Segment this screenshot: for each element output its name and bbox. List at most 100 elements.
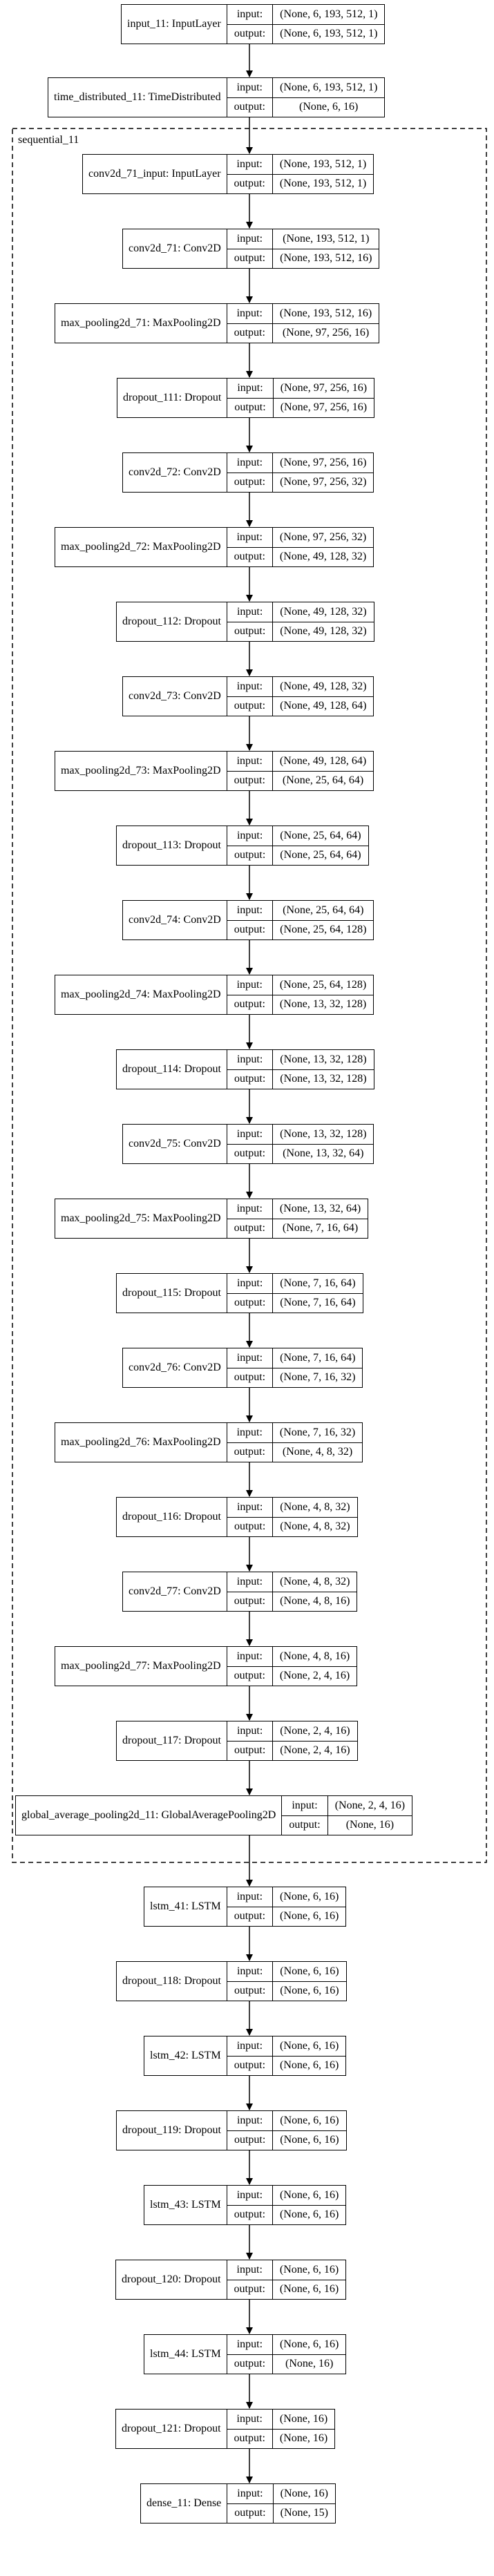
layer-name: conv2d_72: Conv2D bbox=[123, 453, 227, 492]
output-label: output: bbox=[227, 1368, 274, 1387]
io-shapes: (None, 6, 16)(None, 6, 16) bbox=[272, 2260, 346, 2299]
io-labels: input:output: bbox=[227, 304, 273, 343]
layer-name: dropout_119: Dropout bbox=[117, 2111, 227, 2150]
layer-name: max_pooling2d_76: MaxPooling2D bbox=[55, 1423, 227, 1462]
input-label: input: bbox=[227, 677, 274, 697]
output-shape: (None, 16) bbox=[279, 2432, 328, 2445]
output-shape: (None, 25, 64, 64) bbox=[282, 774, 364, 787]
output-shape: (None, 25, 64, 128) bbox=[280, 924, 367, 936]
io-labels: input:output: bbox=[227, 2111, 274, 2150]
input-label: input: bbox=[227, 5, 274, 25]
layer-name: time_distributed_11: TimeDistributed bbox=[48, 78, 227, 117]
output-shape: (None, 25, 64, 64) bbox=[280, 849, 361, 861]
output-label: output: bbox=[227, 696, 274, 716]
input-label: input: bbox=[227, 1348, 274, 1368]
input-label: input: bbox=[227, 229, 274, 249]
input-shape: (None, 7, 16, 64) bbox=[273, 1348, 363, 1368]
input-label: input: bbox=[227, 453, 274, 473]
input-label: input: bbox=[282, 1796, 328, 1816]
io-labels: input:output: bbox=[227, 901, 274, 939]
io-shapes: (None, 49, 128, 32)(None, 49, 128, 64) bbox=[273, 677, 374, 716]
input-shape: (None, 6, 16) bbox=[272, 2260, 346, 2280]
layer-name: conv2d_71_input: InputLayer bbox=[83, 155, 227, 193]
io-labels: input:output: bbox=[227, 2036, 274, 2075]
output-label: output: bbox=[227, 2354, 274, 2374]
input-shape: (None, 6, 16) bbox=[273, 1962, 346, 1982]
input-label: input: bbox=[227, 155, 273, 175]
io-shapes: (None, 6, 16)(None, 6, 16) bbox=[273, 2111, 346, 2150]
layer-name: conv2d_71: Conv2D bbox=[123, 229, 227, 268]
io-shapes: (None, 25, 64, 64)(None, 25, 64, 128) bbox=[273, 901, 374, 939]
io-labels: input:output: bbox=[227, 2186, 274, 2224]
input-label: input: bbox=[227, 1423, 273, 1443]
output-label: output: bbox=[227, 2205, 274, 2224]
layer-name: dropout_115: Dropout bbox=[117, 1274, 227, 1313]
io-shapes: (None, 16)(None, 15) bbox=[273, 2484, 335, 2523]
layer-name: max_pooling2d_73: MaxPooling2D bbox=[55, 752, 227, 790]
output-label: output: bbox=[227, 2429, 273, 2448]
input-shape: (None, 193, 512, 1) bbox=[272, 155, 374, 175]
io-shapes: (None, 6, 193, 512, 1)(None, 6, 193, 512… bbox=[273, 5, 385, 44]
io-labels: input:output: bbox=[227, 5, 274, 44]
io-labels: input:output: bbox=[227, 1647, 273, 1686]
output-label: output: bbox=[227, 24, 274, 44]
io-shapes: (None, 13, 32, 128) (None, 13, 32, 64) bbox=[273, 1125, 374, 1163]
input-shape: (None, 13, 32, 64) bbox=[272, 1199, 368, 1219]
output-shape: (None, 6, 16) bbox=[280, 2059, 339, 2072]
io-shapes: (None, 193, 512, 1)(None, 193, 512, 1) bbox=[272, 155, 374, 193]
output-label: output: bbox=[227, 1741, 274, 1760]
input-shape: (None, 97, 256, 32) bbox=[272, 528, 374, 548]
output-shape: (None, 2, 4, 16) bbox=[280, 1744, 350, 1757]
output-label: output: bbox=[227, 1069, 274, 1089]
io-labels: input:output: bbox=[227, 379, 274, 417]
input-shape: (None, 2, 4, 16) bbox=[273, 1721, 357, 1742]
io-shapes: (None, 4, 8, 32)(None, 4, 8, 16) bbox=[273, 1572, 357, 1611]
input-label: input: bbox=[227, 304, 273, 324]
output-label: output: bbox=[227, 1666, 273, 1686]
io-labels: input:output: bbox=[227, 2335, 274, 2374]
input-shape: (None, 13, 32, 128) bbox=[273, 1050, 374, 1070]
input-label: input: bbox=[227, 2186, 274, 2206]
layer-name: dropout_118: Dropout bbox=[117, 1962, 227, 2001]
layer-name: lstm_41: LSTM bbox=[144, 1887, 227, 1926]
io-shapes: (None, 2, 4, 16)(None, 16) bbox=[327, 1796, 412, 1835]
io-shapes: (None, 6, 16) (None, 6, 16) bbox=[273, 1962, 346, 2001]
layer-name: dropout_112: Dropout bbox=[117, 602, 227, 641]
io-shapes: (None, 97, 256, 16)(None, 97, 256, 16) bbox=[273, 379, 374, 417]
output-label: output: bbox=[227, 2130, 274, 2150]
layer-name: dropout_120: Dropout bbox=[116, 2260, 227, 2299]
input-label: input: bbox=[227, 1572, 274, 1592]
output-label: output: bbox=[227, 1981, 274, 2001]
input-shape: (None, 97, 256, 16) bbox=[273, 379, 374, 399]
output-shape: (None, 13, 32, 64) bbox=[283, 1147, 364, 1160]
input-label: input: bbox=[227, 2410, 273, 2430]
input-shape: (None, 6, 16) bbox=[273, 2036, 346, 2057]
input-label: input: bbox=[227, 1498, 274, 1518]
output-shape: (None, 6, 16) bbox=[280, 1985, 339, 1997]
io-labels: input:output: bbox=[227, 453, 274, 492]
io-labels: input:output: bbox=[227, 1050, 274, 1089]
output-shape: (None, 16) bbox=[345, 1819, 395, 1831]
layer-name: dropout_116: Dropout bbox=[117, 1498, 227, 1536]
io-shapes: (None, 7, 16, 64)(None, 7, 16, 32) bbox=[273, 1348, 363, 1387]
input-shape: (None, 13, 32, 128) bbox=[273, 1125, 374, 1145]
io-labels: input:output: bbox=[282, 1796, 328, 1835]
io-labels: input:output: bbox=[227, 1274, 274, 1313]
layer-name: input_11: InputLayer bbox=[122, 5, 227, 44]
